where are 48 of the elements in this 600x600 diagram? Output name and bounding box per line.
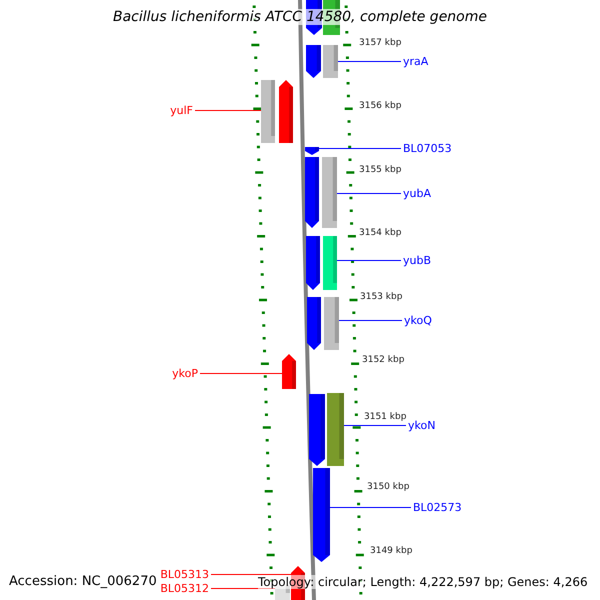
gene-bar: [323, 236, 337, 290]
gene-label: ykoP: [172, 367, 198, 380]
gene-bar: [327, 393, 344, 466]
scale-label: 3154 kbp: [359, 228, 402, 238]
scale-label: 3153 kbp: [360, 292, 402, 302]
leader-line: [330, 507, 412, 508]
gene-label: BL05313: [160, 568, 209, 581]
scale-label: 3157 kbp: [359, 38, 402, 48]
gene-bar: [306, 45, 321, 78]
leader-line: [338, 320, 402, 321]
gene-bar: [324, 297, 339, 350]
gene-label: BL05312: [160, 582, 209, 595]
gene-bar: [305, 157, 319, 228]
gene-bar: [313, 468, 330, 562]
leader-line: [194, 110, 262, 111]
scale-label: 3151 kbp: [364, 412, 406, 422]
gene-label: BL07053: [403, 142, 452, 155]
leader-line: [210, 588, 276, 589]
gene-bar: [307, 297, 321, 350]
gene-label: yubB: [403, 254, 432, 267]
leader-line: [210, 574, 292, 575]
genome-info-text: Topology: circular; Length: 4,222,597 bp; Genes: 4,266: [258, 575, 588, 589]
gene-bar: [279, 80, 293, 143]
scale-label: 3150 kbp: [367, 482, 410, 492]
gene-bar: [323, 45, 338, 78]
gene-label: yulF: [170, 104, 193, 117]
gene-bar: [282, 354, 296, 389]
scale-label: 3155 kbp: [359, 165, 402, 175]
leader-line: [318, 148, 402, 149]
gene-bar: [306, 236, 320, 290]
leader-line: [344, 425, 406, 426]
gene-label: ykoN: [408, 419, 436, 432]
gene-label: ykoQ: [404, 314, 432, 327]
gene-bar: [322, 157, 337, 228]
scale-label: 3149 kbp: [370, 546, 412, 556]
scale-label: 3156 kbp: [359, 101, 402, 111]
gene-bar: [261, 80, 275, 143]
gene-label: yraA: [403, 55, 428, 68]
gene-bar: [309, 394, 325, 466]
leader-line: [336, 193, 402, 194]
leader-line: [338, 61, 402, 62]
gene-bar: [305, 147, 319, 155]
scale-label: 3152 kbp: [362, 355, 404, 365]
leader-line: [200, 373, 282, 374]
leader-line: [336, 260, 402, 261]
accession-text: Accession: NC_006270: [9, 574, 157, 589]
gene-label: yubA: [403, 187, 431, 200]
gene-label: BL02573: [413, 501, 462, 514]
